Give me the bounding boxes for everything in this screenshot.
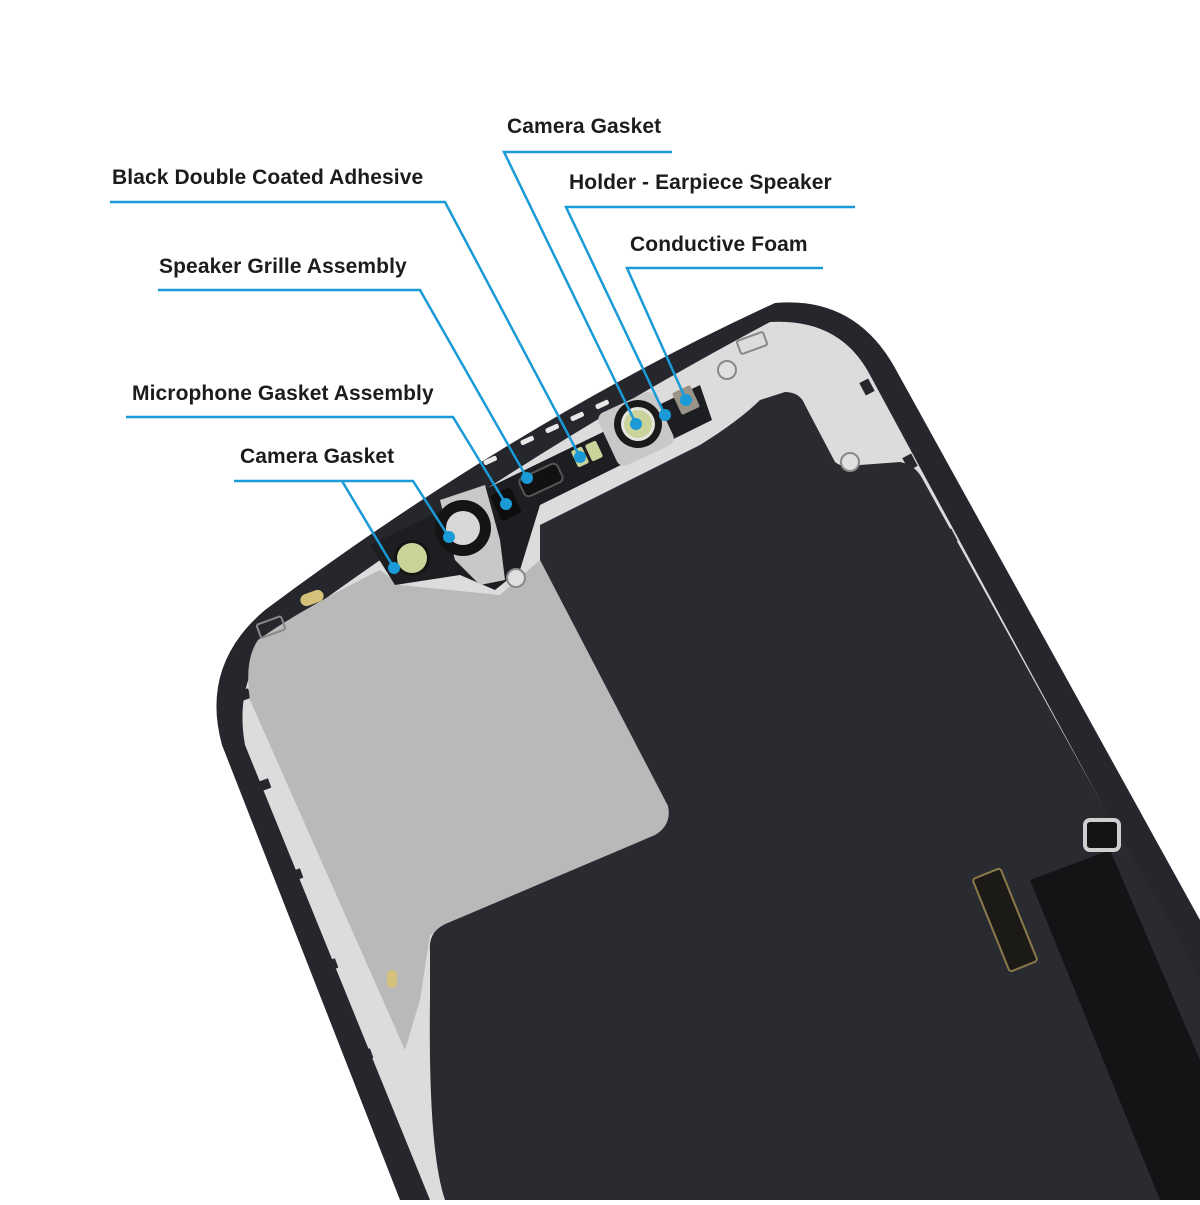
- label-black-double-coated-adhesive: Black Double Coated Adhesive: [112, 166, 424, 189]
- leader-holder-earpiece-speaker: [564, 205, 855, 416]
- label-camera-gasket-bottom: Camera Gasket: [240, 445, 395, 468]
- callout-dots: [388, 394, 692, 574]
- leader-camera-gasket-top: [502, 150, 672, 425]
- frame-details: [255, 331, 1200, 1200]
- label-microphone-gasket-assembly: Microphone Gasket Assembly: [132, 382, 434, 405]
- callout-lines: [110, 150, 855, 569]
- shield-plate: [248, 560, 671, 1050]
- label-conductive-foam: Conductive Foam: [630, 233, 808, 256]
- oled-panel-backside: [429, 392, 1200, 1200]
- label-camera-gasket-top: Camera Gasket: [507, 115, 662, 138]
- leader-microphone-gasket-assembly: [126, 415, 508, 505]
- leader-camera-gasket-bottom-right: [342, 479, 451, 538]
- label-holder-earpiece-speaker: Holder - Earpiece Speaker: [569, 171, 832, 194]
- label-speaker-grille-assembly: Speaker Grille Assembly: [159, 255, 407, 278]
- leader-speaker-grille-assembly: [158, 288, 529, 479]
- leader-conductive-foam: [625, 266, 823, 401]
- leader-black-double-coated-adhesive: [110, 200, 582, 458]
